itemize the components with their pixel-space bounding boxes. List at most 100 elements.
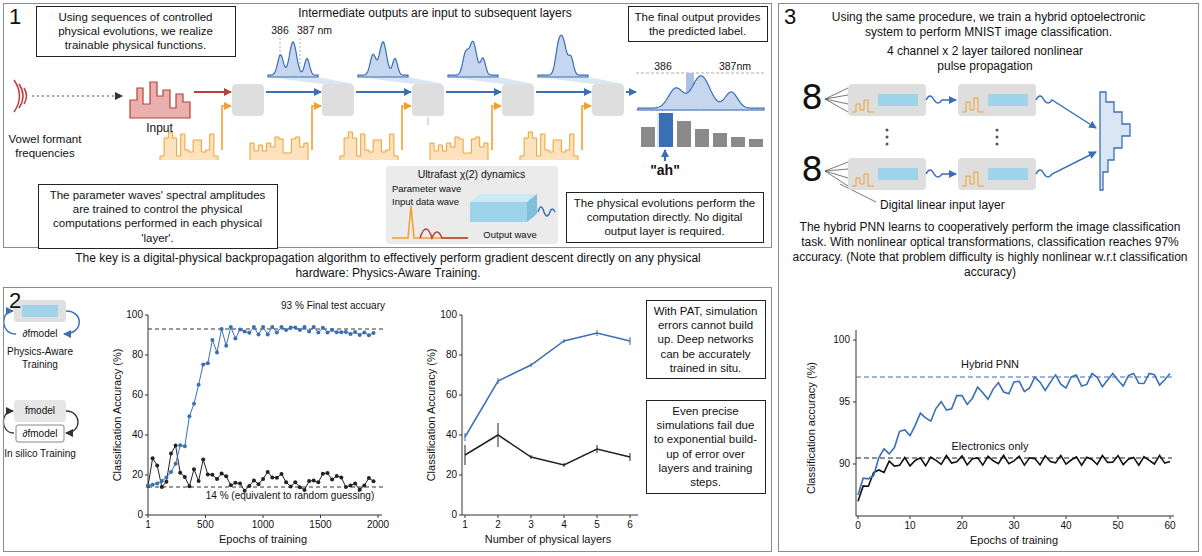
data-point (197, 479, 201, 483)
drawn-path (130, 82, 190, 118)
annotation-label: 1 (462, 519, 468, 532)
drawn-g (886, 129, 999, 146)
input-label: Input (124, 121, 196, 135)
parameter-arrow (582, 106, 591, 150)
data-point (192, 402, 196, 406)
drawn-line (536, 91, 591, 93)
data-point (155, 463, 159, 467)
data-point (307, 479, 311, 483)
curve-in-silico (148, 446, 374, 491)
annotation-label: 2000 (367, 519, 389, 532)
data-point (178, 443, 182, 447)
data-point (316, 330, 320, 334)
annotation-label: 50 (1112, 520, 1123, 533)
annotation-label: 95 (839, 396, 850, 409)
annotation-label: 80 (132, 349, 143, 362)
drawn-g (853, 340, 856, 464)
drawn-line (856, 376, 1172, 377)
drawn-polygon (268, 77, 354, 84)
annotation-label: 100 (833, 334, 850, 347)
annotation-label: Intermediate outputs are input to subseq… (298, 6, 572, 21)
parameter-arrow (402, 106, 411, 150)
drawn-line (853, 402, 856, 403)
parameter-wave (520, 132, 578, 160)
drawn-path (856, 330, 1174, 516)
drawn-line (32, 95, 122, 96)
data-point (358, 333, 362, 337)
drawn-rect (695, 129, 709, 147)
drawn-line (825, 171, 848, 186)
drawn-g (232, 84, 624, 116)
annotation-label: 10 (904, 520, 915, 533)
data-point (224, 344, 228, 348)
data-point (372, 479, 376, 483)
drawn-path (1036, 96, 1096, 128)
data-point (353, 330, 357, 334)
callout-text: Using sequences of controlled physical e… (42, 10, 230, 53)
drawn-g (14, 80, 27, 112)
axis-tick (910, 516, 911, 519)
data-point (270, 325, 274, 329)
annotation-label: 93 % Final test accuary (281, 300, 385, 313)
drawn-line (428, 117, 429, 125)
drawn-line (636, 73, 766, 74)
output-spectrum (448, 41, 498, 77)
drawn-line (459, 515, 462, 516)
annotation-label: In silico Training (4, 448, 76, 461)
drawn-path (392, 206, 468, 238)
data-point (362, 330, 366, 334)
drawn-rect (641, 127, 655, 147)
annotation-label: 60 (1164, 520, 1175, 533)
drawn-path (66, 411, 78, 433)
drawn-g (459, 315, 462, 515)
axis-tick (531, 515, 532, 518)
annotation-label: 387 nm (297, 24, 332, 37)
drawn-g (636, 73, 766, 110)
data-point (293, 326, 297, 330)
data-point (243, 330, 247, 334)
annotation-label: ∂fmodel (23, 328, 58, 341)
data-point (210, 473, 214, 477)
data-point (220, 327, 224, 331)
annotation-label: 0 (855, 520, 861, 533)
data-point (289, 325, 293, 329)
annotation-label: 1500 (309, 519, 331, 532)
data-point (326, 471, 330, 475)
callout-box: The physical evolutions perform the comp… (566, 192, 764, 243)
data-point (349, 483, 353, 487)
drawn-path (962, 172, 984, 186)
drawn-rect (14, 400, 66, 422)
data-point (206, 361, 210, 365)
annotation-label: ∂fmodel (23, 428, 58, 441)
data-point (280, 472, 284, 476)
annotation-label: "ah" (650, 162, 680, 180)
data-point (151, 456, 155, 460)
data-point (284, 328, 288, 332)
input-box: Input (124, 70, 196, 136)
data-point (206, 472, 210, 476)
axis-tick (597, 515, 598, 518)
annotation-label: 40 (1060, 520, 1071, 533)
data-point (326, 331, 330, 335)
drawn-path (926, 96, 956, 103)
data-point (307, 330, 311, 334)
drawn-line (825, 99, 848, 104)
drawn-rect (958, 158, 1036, 190)
inset-title: Ultrafast χ(2) dynamics (386, 168, 558, 181)
annotation-label: Digital linear input layer (880, 198, 1005, 213)
data-point (247, 484, 251, 488)
annotation-label: Vowel formant frequencies (0, 132, 90, 161)
axis-tick (465, 515, 466, 518)
callout-text: With PAT, simulation errors cannot build… (652, 304, 760, 376)
data-point (293, 480, 297, 484)
data-point (160, 485, 164, 489)
callout-box: The parameter waves' spectral amplitudes… (38, 184, 278, 250)
annotation-label: 30 (1008, 520, 1019, 533)
panel-number: 3 (784, 4, 796, 30)
output-spectrum (268, 42, 318, 77)
data-point (257, 333, 261, 337)
data-point (220, 472, 224, 476)
drawn-line (194, 91, 231, 93)
data-point (160, 479, 164, 483)
